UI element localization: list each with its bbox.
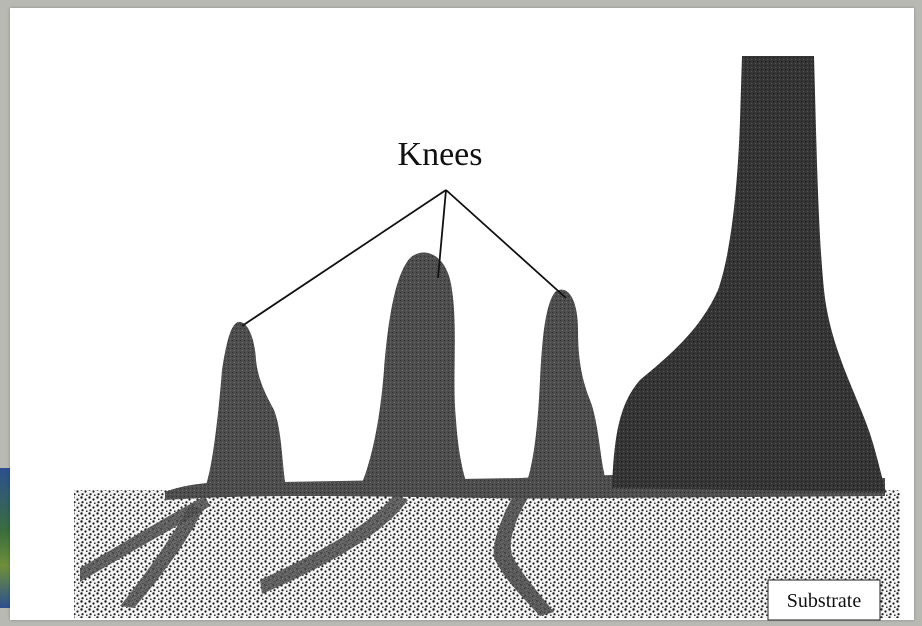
knee-root-3 [525,290,606,488]
knee-root-2 [360,253,468,488]
leader-line-knee-3 [446,190,566,298]
tree-trunk [612,56,886,492]
knee-root-1 [205,322,286,488]
knees-label: Knees [398,136,483,173]
substrate-label-box: Substrate [768,580,880,620]
substrate-label: Substrate [787,590,862,612]
